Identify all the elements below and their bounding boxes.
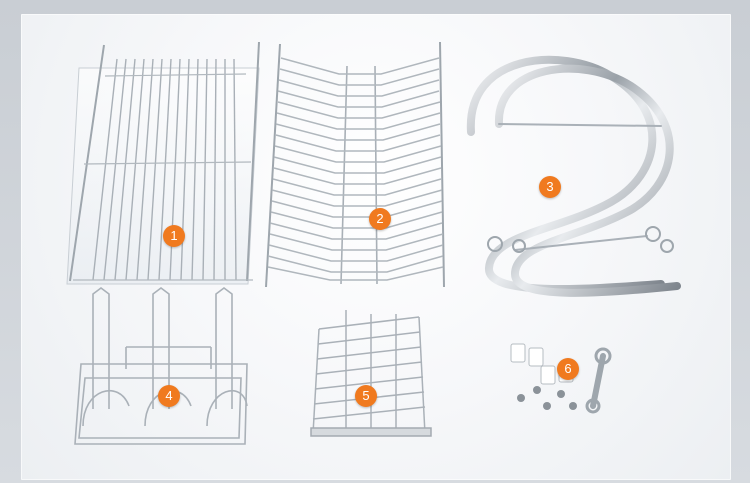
badge-part-3: 3 (539, 176, 561, 198)
part-2-dish-rack (265, 41, 445, 288)
part-4-cup-holder (74, 287, 248, 445)
badge-part-6: 6 (557, 358, 579, 380)
part-1-wire-rack (66, 41, 260, 285)
part-5-utensil-holder (310, 310, 432, 437)
product-photo: 1 2 3 4 5 6 (21, 14, 731, 480)
badge-part-2: 2 (369, 208, 391, 230)
part-3-s-frame (466, 55, 681, 297)
part-6-hardware (510, 343, 612, 414)
badge-part-4: 4 (158, 385, 180, 407)
badge-part-1: 1 (163, 225, 185, 247)
badge-part-5: 5 (355, 385, 377, 407)
rack-parts-illustration (66, 41, 681, 445)
